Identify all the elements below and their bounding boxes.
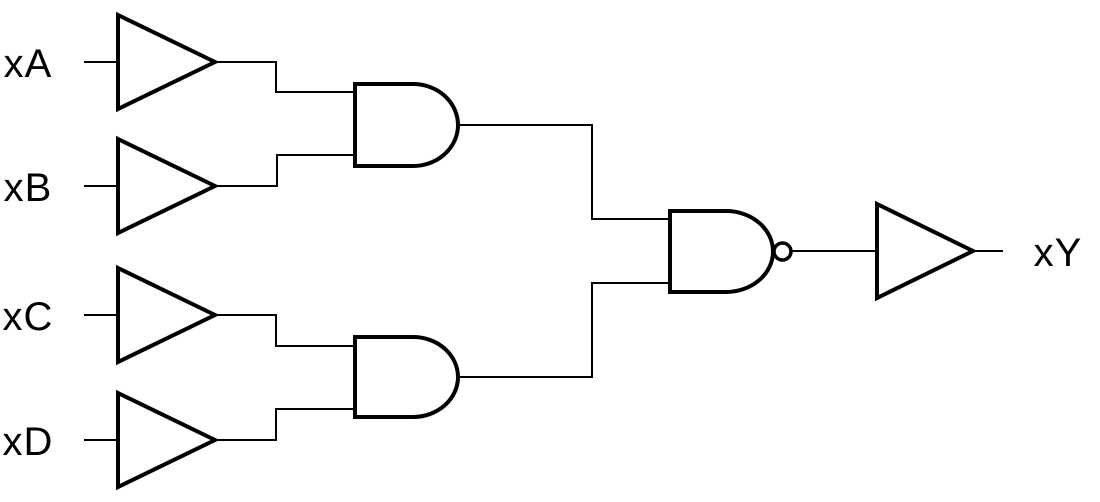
input-label-a: xA <box>4 42 53 86</box>
buffer-gate-c-icon <box>116 264 220 366</box>
output-label-y: xY <box>1034 231 1083 275</box>
buffer-gate-a-icon <box>116 11 220 113</box>
wire-buffer-d-to-and-bottom <box>215 408 355 441</box>
wire-and-top-to-nand <box>458 124 670 220</box>
and-gate-bottom-icon <box>353 335 460 419</box>
wire-and-bottom-to-nand <box>458 282 670 378</box>
input-label-c: xC <box>3 295 54 339</box>
nand-inversion-bubble-icon <box>772 241 793 262</box>
input-label-b: xB <box>4 166 53 210</box>
wire-buffer-b-to-and-top <box>215 154 355 187</box>
output-buffer-gate-icon <box>875 200 978 302</box>
buffer-gate-d-icon <box>116 389 220 491</box>
nand-gate-icon <box>668 209 775 294</box>
input-label-d: xD <box>3 420 54 464</box>
wire-buffer-a-to-and-top <box>215 61 355 93</box>
buffer-gate-b-icon <box>116 135 220 237</box>
wire-buffer-c-to-and-bottom <box>215 314 355 347</box>
and-gate-top-icon <box>353 82 460 168</box>
